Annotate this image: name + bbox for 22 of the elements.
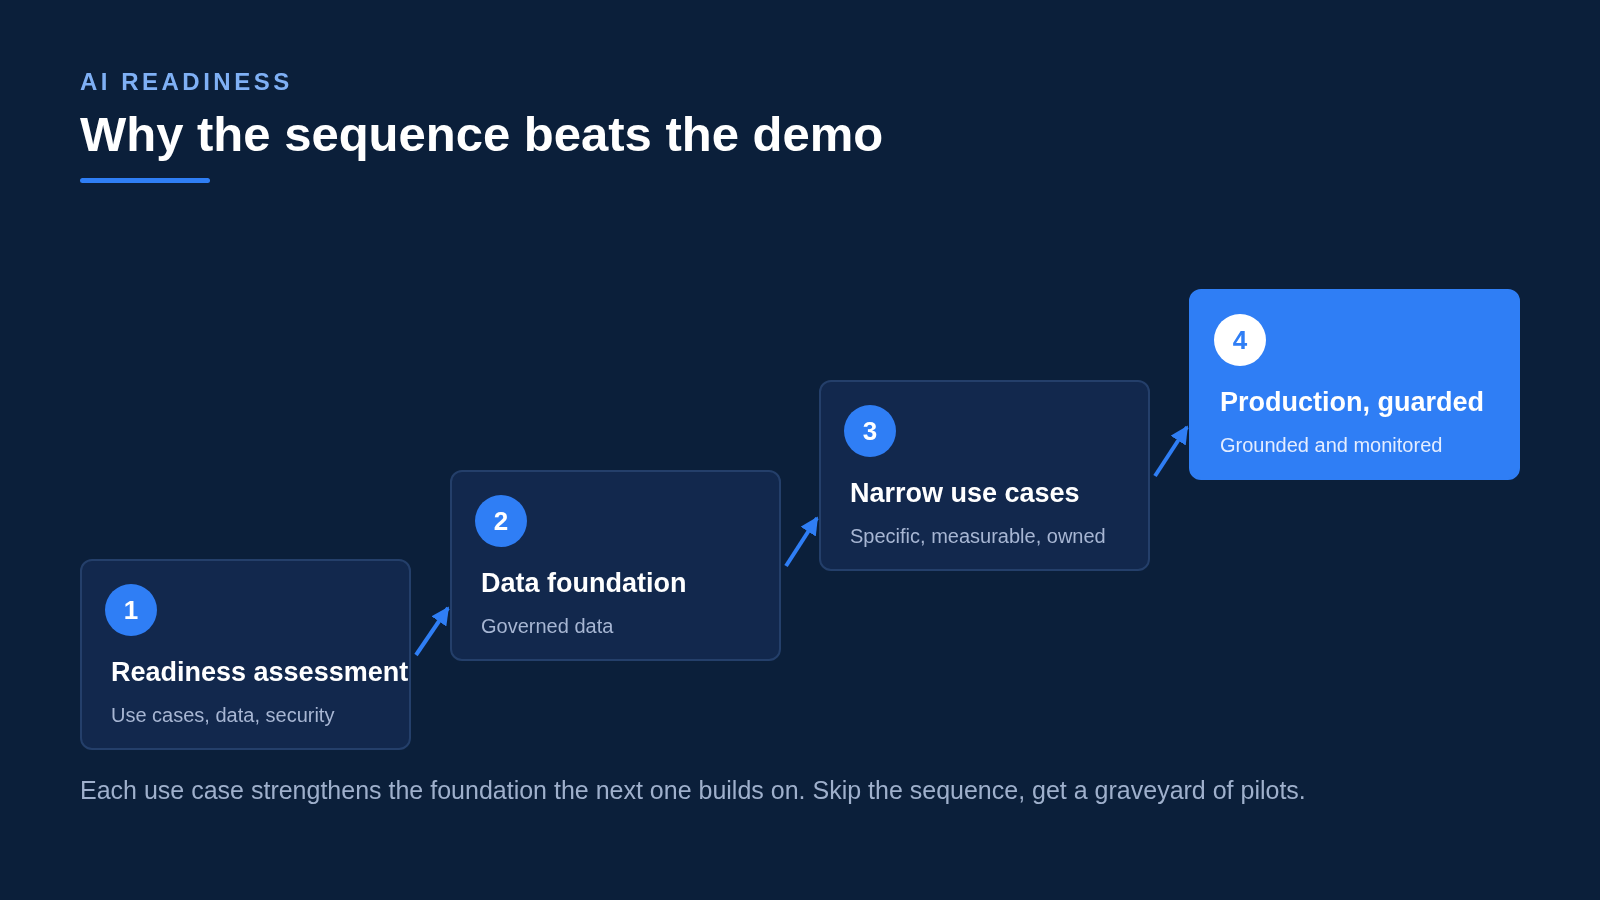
eyebrow-label: AI READINESS [80, 68, 293, 96]
step-heading: Readiness assessment [111, 657, 409, 688]
step-heading: Narrow use cases [850, 478, 1080, 509]
arrow [784, 516, 819, 568]
step-description: Specific, measurable, owned [850, 525, 1106, 548]
step-number: 3 [844, 405, 896, 457]
title: Why the sequence beats the demo [80, 106, 884, 162]
step-card [819, 380, 1150, 571]
step-heading: Production, guarded [1220, 387, 1484, 418]
caption: Each use case strengthens the foundation the next one builds on. Skip the sequence, get a graveyard of pilots. [80, 776, 1306, 805]
arrow [414, 606, 450, 657]
step-number: 4 [1214, 314, 1266, 366]
step-description: Use cases, data, security [111, 704, 335, 727]
step-number: 1 [105, 584, 157, 636]
step-card [1189, 289, 1520, 480]
step-description: Governed data [481, 615, 614, 638]
step-number: 2 [475, 495, 527, 547]
step-description: Grounded and monitored [1220, 434, 1443, 457]
step-card [450, 470, 781, 661]
step-card [80, 559, 411, 750]
step-heading: Data foundation [481, 568, 687, 599]
arrow [1153, 425, 1189, 478]
